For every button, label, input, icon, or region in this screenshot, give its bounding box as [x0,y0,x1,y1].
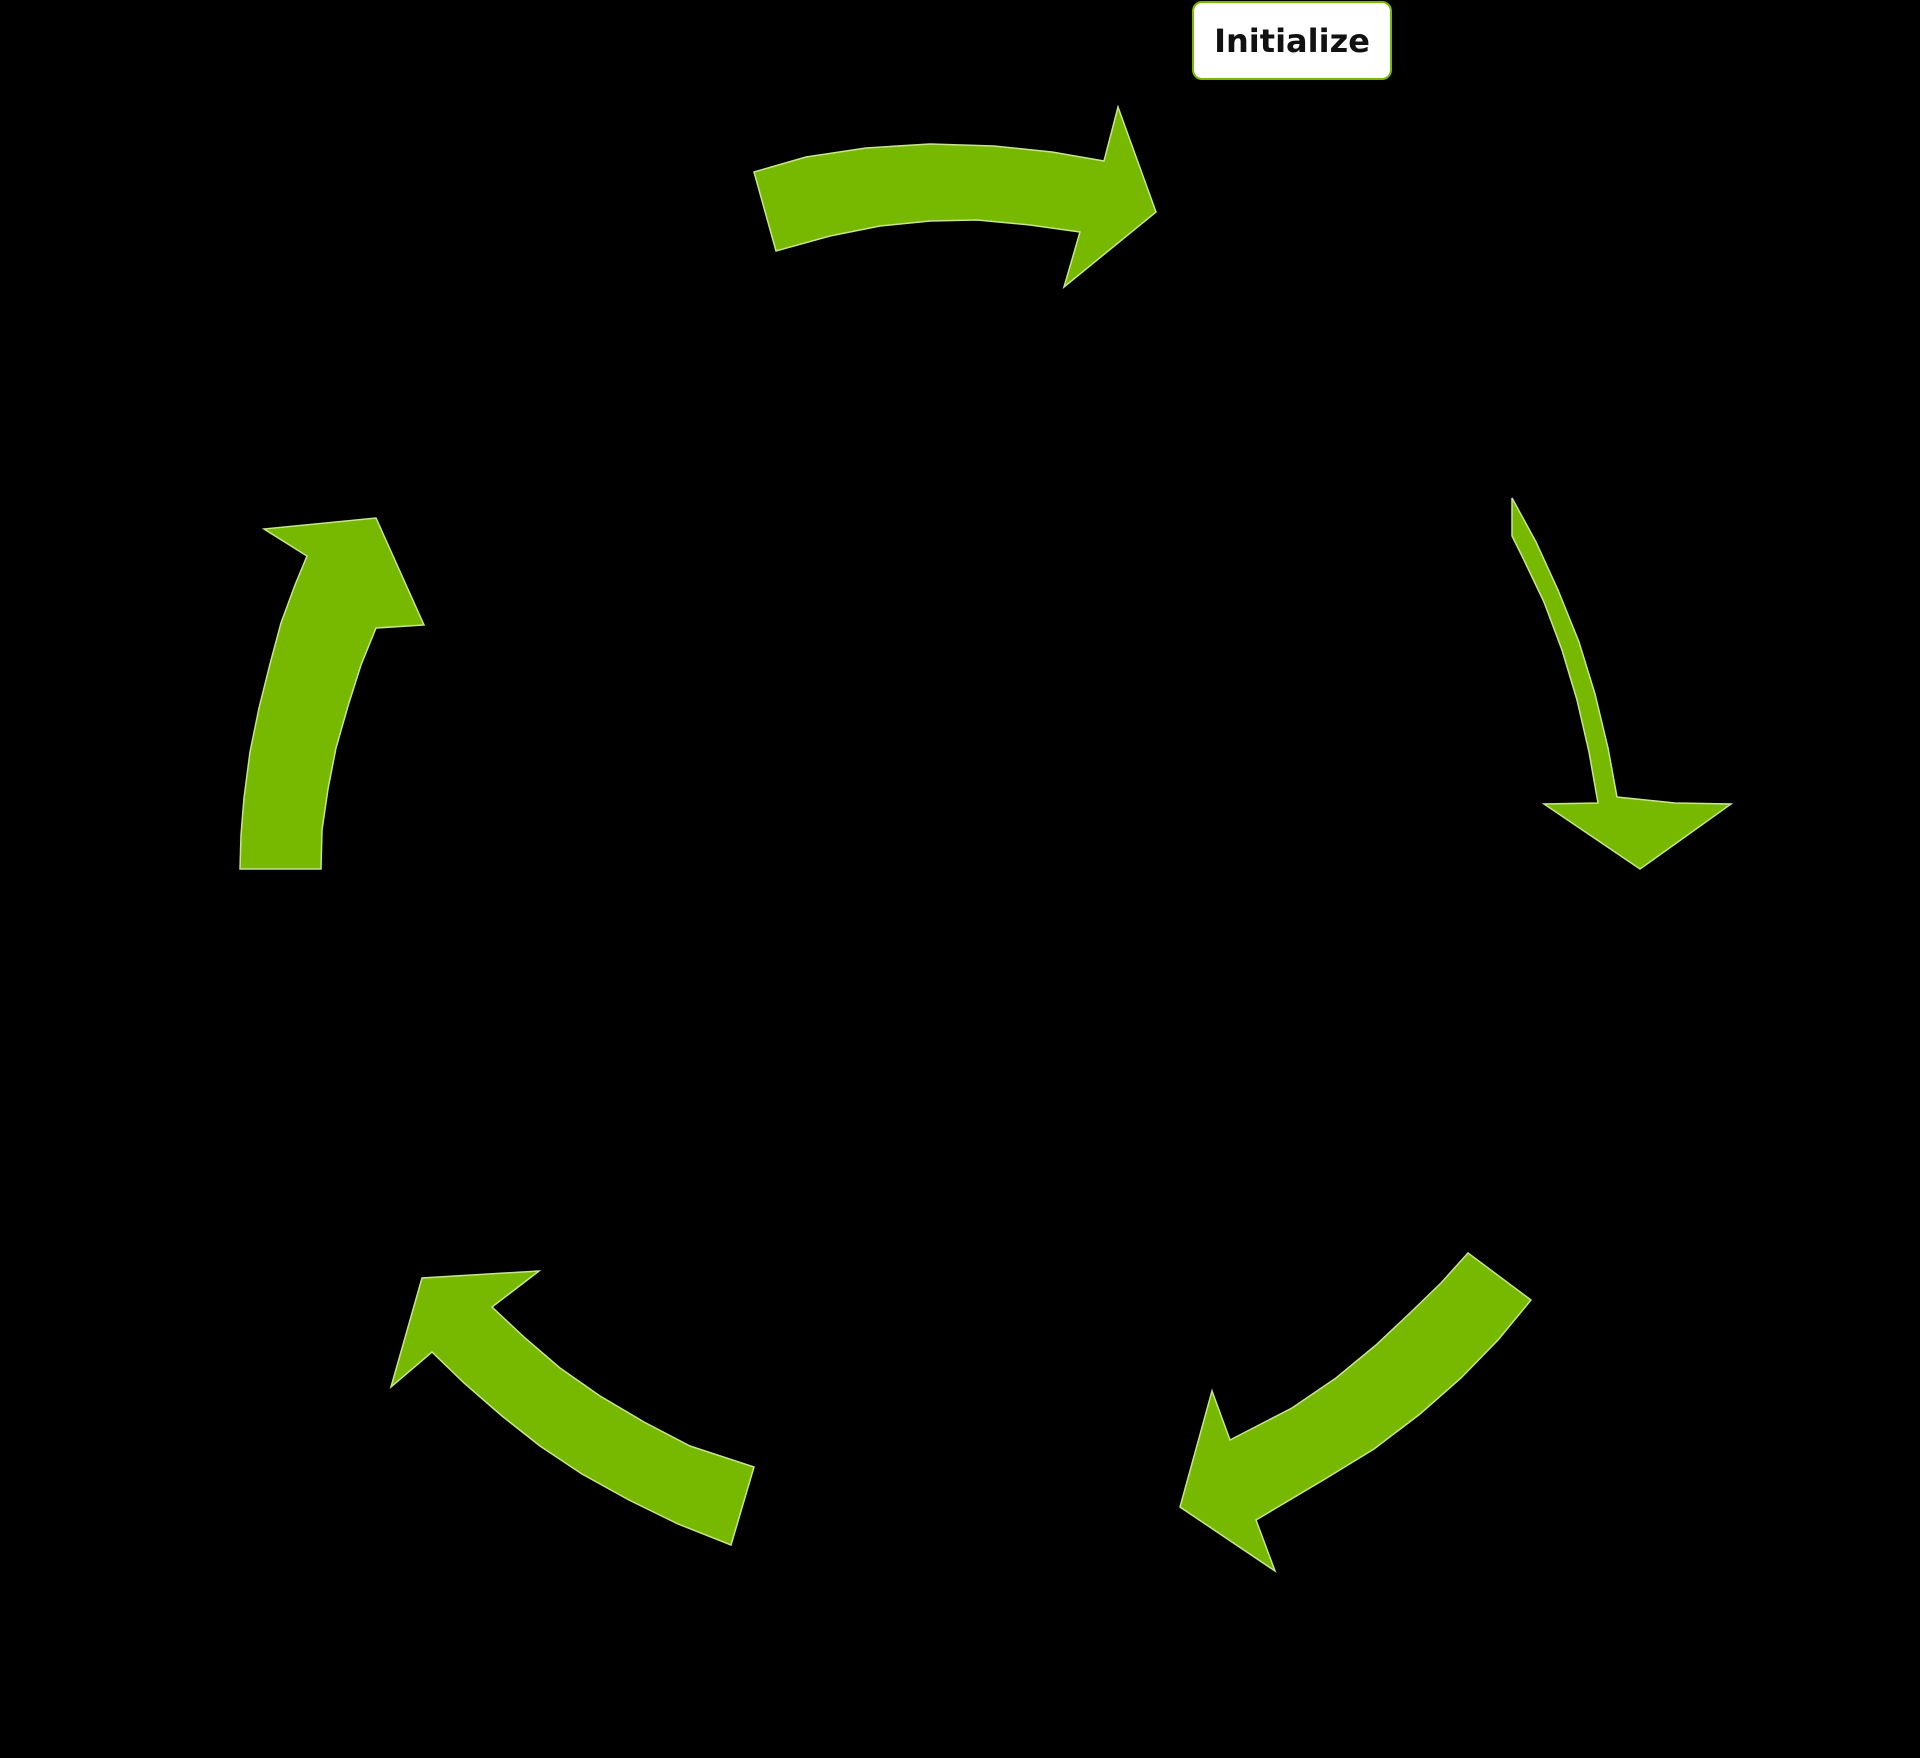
cycle-arrow-top-icon [753,104,1157,290]
cycle-arrow-bottom-right-icon [1179,1251,1533,1573]
cycle-arrow-bottom-left-icon [389,1270,755,1546]
cycle-arrow-right-icon [1511,497,1734,870]
step-label-initialize: Initialize [1192,1,1392,80]
cycle-arrow-left-icon [239,517,426,870]
